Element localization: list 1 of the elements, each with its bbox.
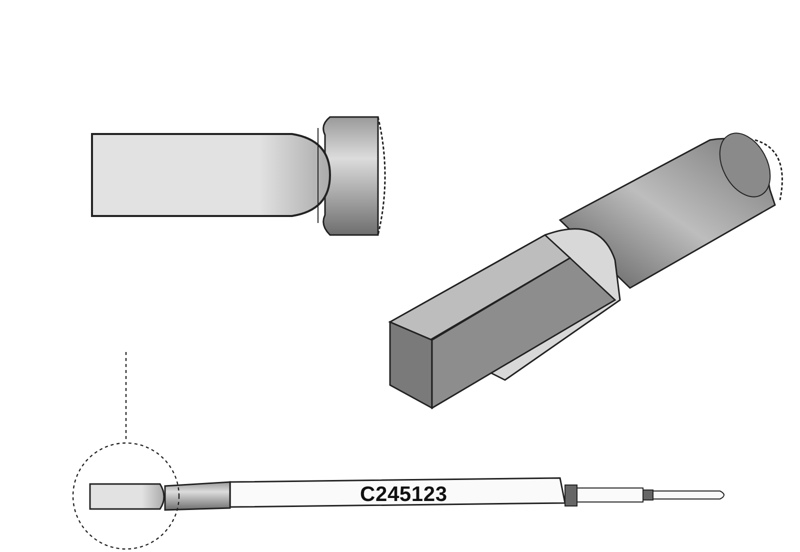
part-number: C245123 [360,483,448,507]
